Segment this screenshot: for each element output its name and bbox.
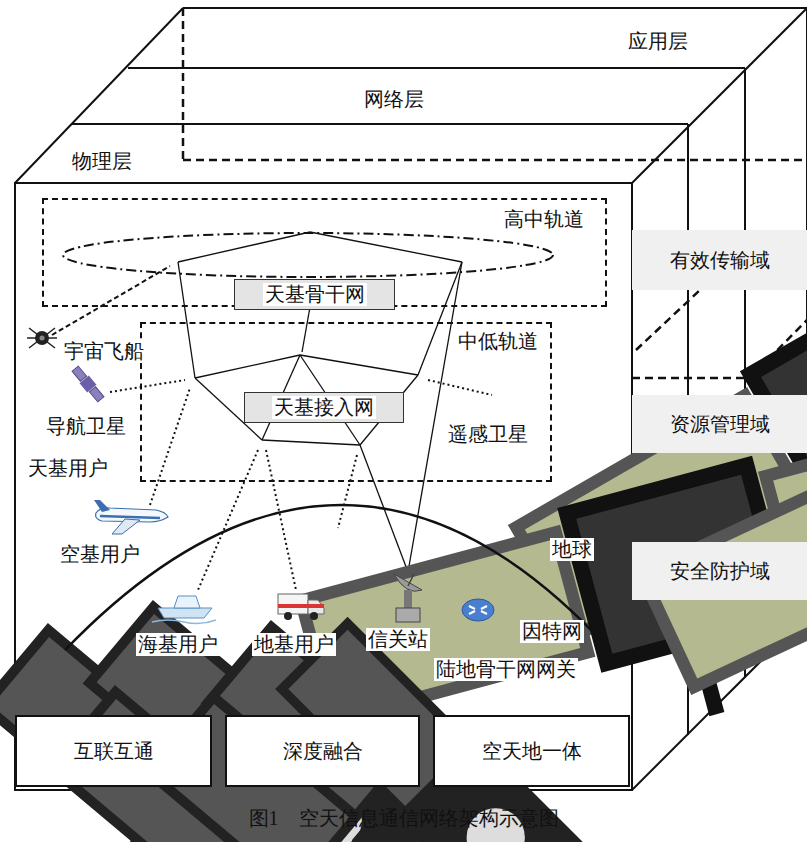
solar-panel <box>72 366 86 381</box>
hidden-edge <box>182 8 185 160</box>
layer-edge <box>128 67 745 69</box>
box-label: 天基骨干网 <box>263 283 367 306</box>
spaceship-icon <box>27 328 57 348</box>
mast <box>404 590 412 608</box>
box-label: 天基接入网 <box>272 396 376 419</box>
wave <box>152 620 216 624</box>
annotation-label: 海基用户 <box>136 633 220 656</box>
figure-caption: 图1 空天信息通信网络架构示意图 <box>0 806 807 830</box>
region-title: 高中轨道 <box>502 208 586 231</box>
annotation-label: 物理层 <box>70 150 134 173</box>
label-box: 天基骨干网 <box>234 279 395 310</box>
geo-satellite <box>635 245 807 771</box>
annotation-label: 宇宙飞船 <box>62 340 146 363</box>
layer-edge <box>72 123 688 125</box>
navigation-satellite-icon <box>71 365 106 403</box>
label-box: 安全防护域 <box>632 542 807 600</box>
annotation-label: 陆地骨干网网关 <box>434 658 578 681</box>
box-label: 资源管理域 <box>670 413 770 436</box>
annotation-label: 网络层 <box>362 88 426 111</box>
annotation-label: 地球 <box>550 538 594 561</box>
hull <box>158 608 212 618</box>
annotation-label: 天基用户 <box>26 457 110 480</box>
annotation-label: 因特网 <box>520 620 584 643</box>
box-label: 深度融合 <box>283 740 363 763</box>
link <box>178 232 310 262</box>
link <box>195 355 300 378</box>
satellite-body <box>80 376 97 393</box>
orbit-region: 天基骨干网 高中轨道 <box>42 198 607 307</box>
user-link <box>428 380 492 395</box>
box-label: 有效传输域 <box>670 249 770 272</box>
label-box: 有效传输域 <box>632 230 807 290</box>
user-link <box>338 455 357 528</box>
label-box: 互联互通 <box>15 715 212 787</box>
label-box: 资源管理域 <box>632 395 807 453</box>
user-link <box>110 380 185 392</box>
stripe <box>278 604 324 608</box>
cube-edge <box>15 8 183 183</box>
hidden-edge <box>636 290 700 350</box>
wheel <box>284 612 292 620</box>
ship-icon <box>152 596 216 624</box>
box-label: 安全防护域 <box>670 560 770 583</box>
spaceship-legs <box>27 328 57 348</box>
base <box>396 608 420 622</box>
router-body <box>462 599 494 621</box>
hidden-edge <box>183 159 807 162</box>
link <box>178 262 195 378</box>
solar-panel <box>89 387 103 402</box>
tail <box>94 500 110 512</box>
link <box>408 262 462 572</box>
router-arrows <box>469 606 487 614</box>
link <box>300 355 418 375</box>
annotation-label: 信关站 <box>366 628 430 651</box>
annotation-label: 地基用户 <box>252 633 336 656</box>
router-icon <box>462 599 494 621</box>
region-title: 中低轨道 <box>456 330 540 353</box>
user-link <box>266 450 296 590</box>
wing <box>112 519 140 534</box>
spaceship-body <box>35 331 49 345</box>
link <box>418 262 462 375</box>
box-label: 空天地一体 <box>482 740 582 763</box>
feed <box>408 574 414 586</box>
annotation-label: 应用层 <box>626 30 690 53</box>
link <box>262 440 360 445</box>
cube-edge <box>183 7 807 9</box>
fuselage-stripe <box>100 516 160 518</box>
label-box: 深度融合 <box>225 715 420 787</box>
label-box: 天基接入网 <box>244 392 404 423</box>
ambulance-icon <box>278 594 324 620</box>
user-link <box>52 266 170 335</box>
link <box>310 232 462 262</box>
box-label: 互联互通 <box>74 740 154 763</box>
label-box: 空天地一体 <box>433 715 630 787</box>
orbit-region: 天基接入网 中低轨道 <box>140 322 552 482</box>
annotation-label: 空基用户 <box>58 543 142 566</box>
dish <box>394 574 422 591</box>
link <box>302 307 310 352</box>
user-link <box>150 388 190 505</box>
annotation-label: 导航卫星 <box>44 415 128 438</box>
gateway-dish-icon <box>394 574 422 622</box>
wheel <box>310 612 318 620</box>
orbit-ellipse <box>63 233 553 277</box>
airplane-icon <box>94 500 168 534</box>
cabin <box>174 596 200 608</box>
user-link <box>198 450 258 590</box>
spaceship-window <box>40 336 45 341</box>
annotation-label: 遥感卫星 <box>446 423 530 446</box>
earth-arc <box>65 505 610 650</box>
